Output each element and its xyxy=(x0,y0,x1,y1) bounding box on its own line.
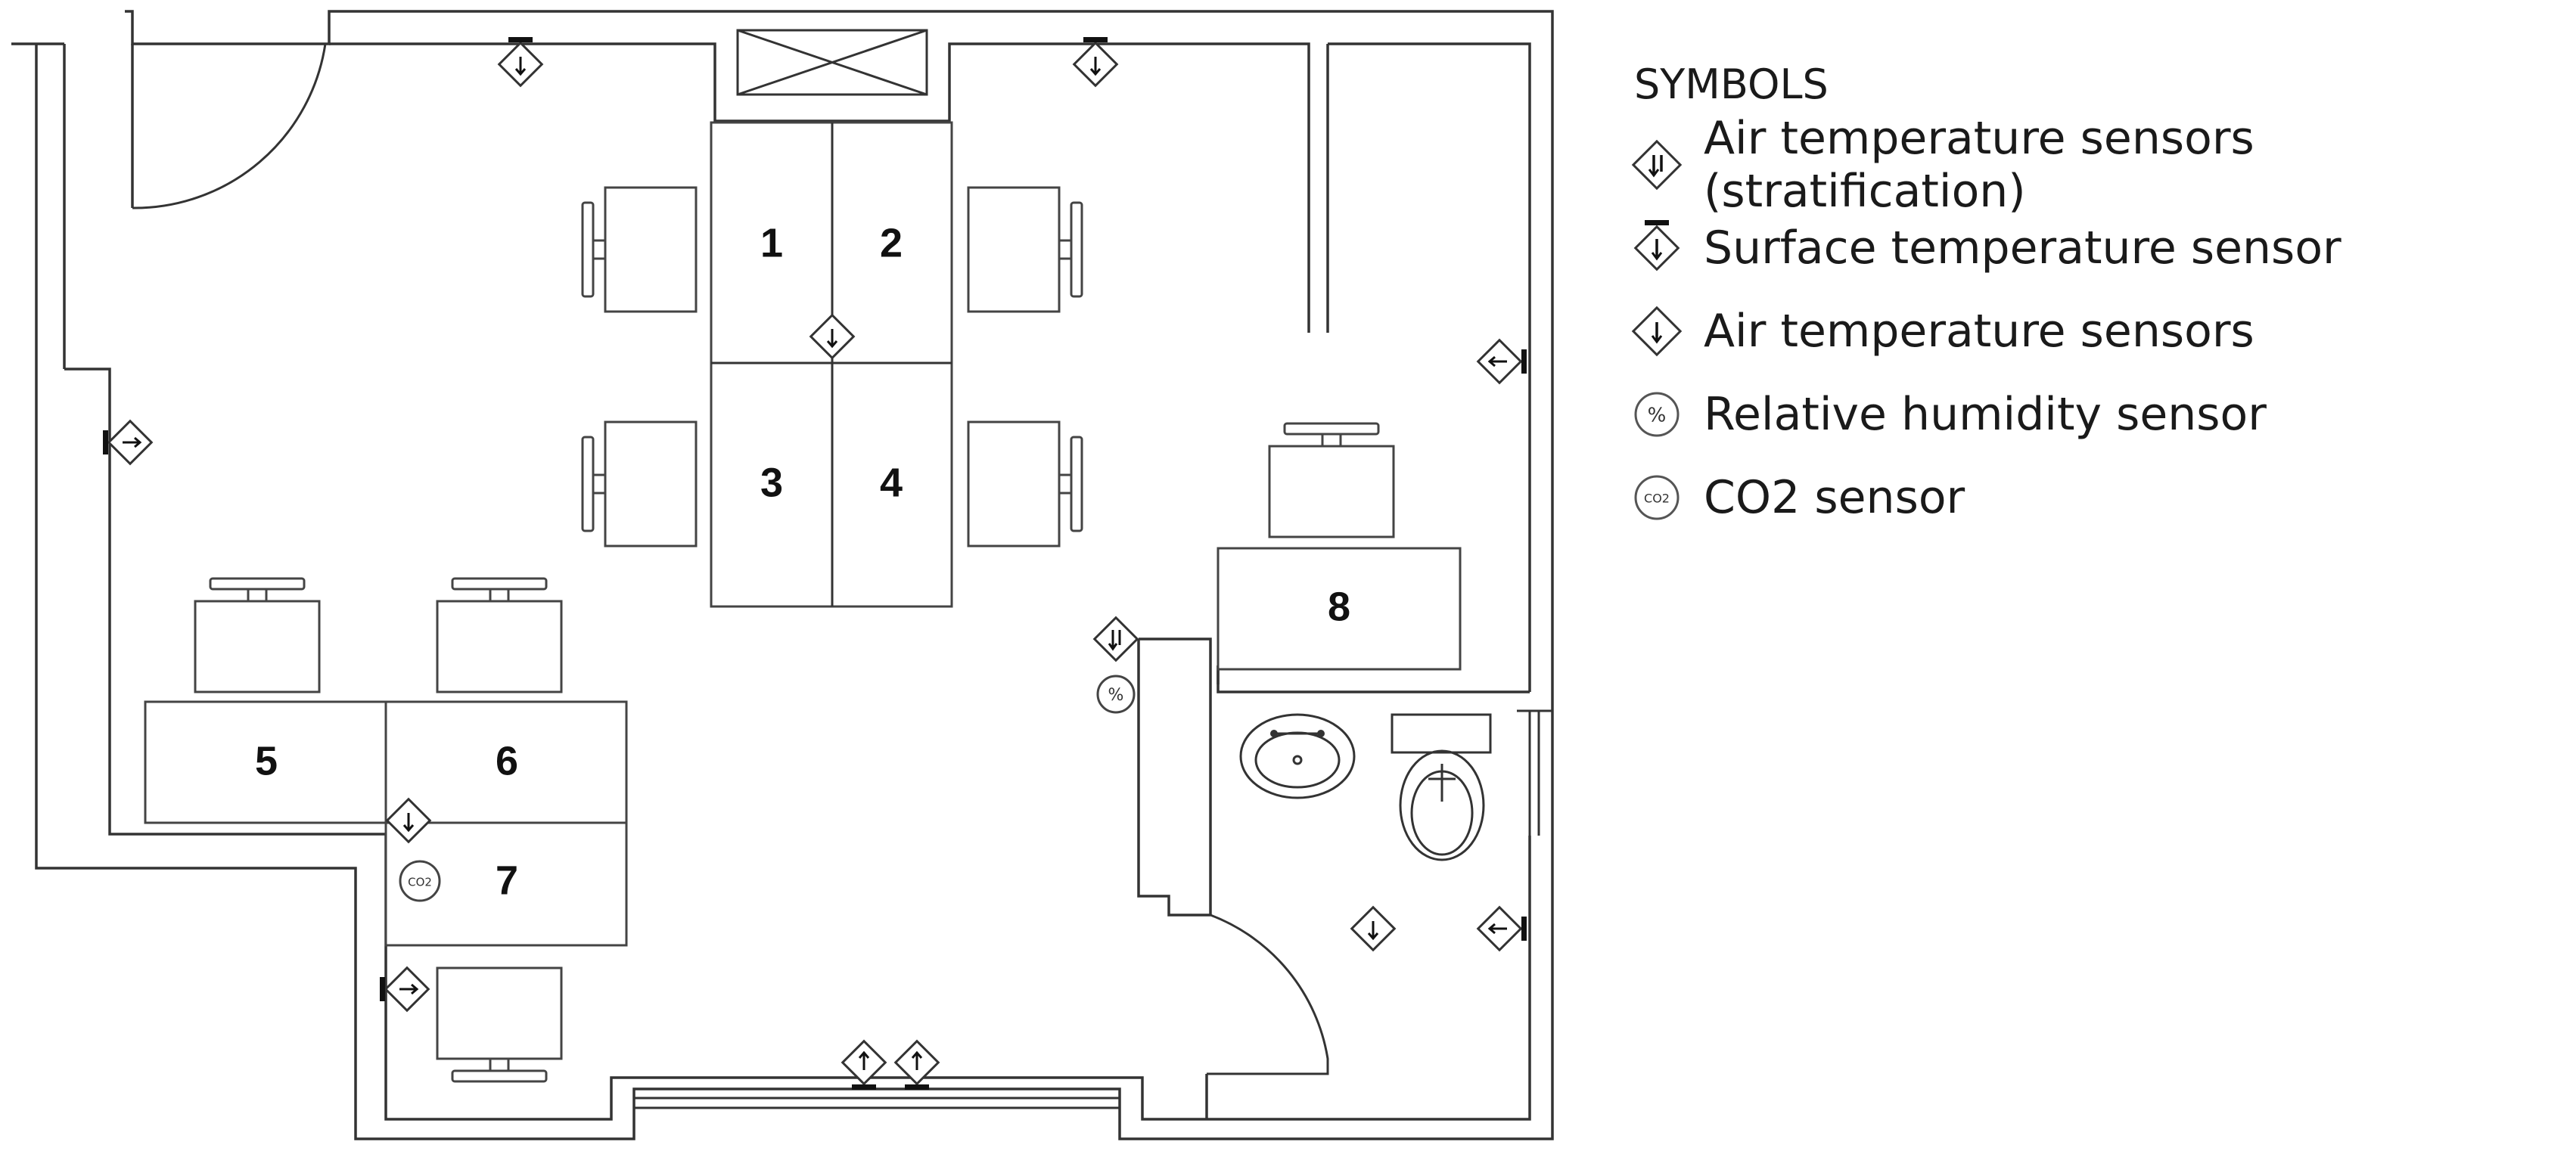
svg-text:%: % xyxy=(1648,405,1667,427)
svg-text:CO2: CO2 xyxy=(1644,492,1670,506)
surface-temp-sensor-icon xyxy=(1633,220,1680,271)
legend-item: CO2 CO2 sensor xyxy=(1627,456,2576,539)
air-temp-stratification-icon xyxy=(1093,616,1139,662)
legend-item: % Relative humidity sensor xyxy=(1627,373,2576,456)
co2-sensor-icon xyxy=(399,860,441,902)
legend-label: Surface temperature sensor xyxy=(1704,222,2341,275)
desk-cluster xyxy=(581,121,1083,608)
walls xyxy=(11,10,1554,1140)
legend-title: SYMBOLS xyxy=(1634,60,1829,108)
desk-number: 4 xyxy=(880,460,903,505)
floor-plan: % CO2 xyxy=(11,10,1554,1140)
legend-item: Air temperature sensors xyxy=(1627,290,2576,373)
air-temp-sensor-icon xyxy=(1631,306,1683,357)
legend-label: Air temperature sensors xyxy=(1704,305,2254,358)
symbols-legend: SYMBOLS Air temperature sensors (stratif… xyxy=(1627,60,2576,539)
legend-item: Surface temperature sensor xyxy=(1627,206,2576,290)
air-temp-stratification-icon xyxy=(1631,139,1683,191)
surface-temp-sensor-icon xyxy=(841,1040,887,1091)
desk-number: 1 xyxy=(760,220,783,265)
legend-label: CO2 sensor xyxy=(1704,471,1965,524)
legend-label: Air temperature sensors (stratification) xyxy=(1704,112,2254,218)
desk-number: 3 xyxy=(760,460,783,505)
surface-temp-sensor-icon xyxy=(1477,906,1528,951)
desk-8-area xyxy=(1217,422,1462,671)
humidity-sensor-icon xyxy=(1096,675,1136,714)
surface-temp-sensor-icon xyxy=(1477,339,1528,384)
desk-number: 6 xyxy=(496,738,518,783)
surface-temp-sensor-icon xyxy=(894,1040,940,1091)
co2-sensor-icon: CO2 xyxy=(1634,475,1680,520)
bathroom-fixtures xyxy=(1239,713,1492,861)
humidity-sensor-icon: % xyxy=(1634,392,1680,437)
desk-number: 7 xyxy=(496,858,518,903)
air-temp-sensor-icon xyxy=(1350,906,1396,951)
desk-group-left xyxy=(144,577,628,1083)
legend-label: Relative humidity sensor xyxy=(1704,388,2267,441)
legend-item: Air temperature sensors (stratification) xyxy=(1627,112,2576,218)
desk-number: 5 xyxy=(255,738,278,783)
desk-number: 8 xyxy=(1328,584,1350,629)
desk-number: 2 xyxy=(880,220,903,265)
